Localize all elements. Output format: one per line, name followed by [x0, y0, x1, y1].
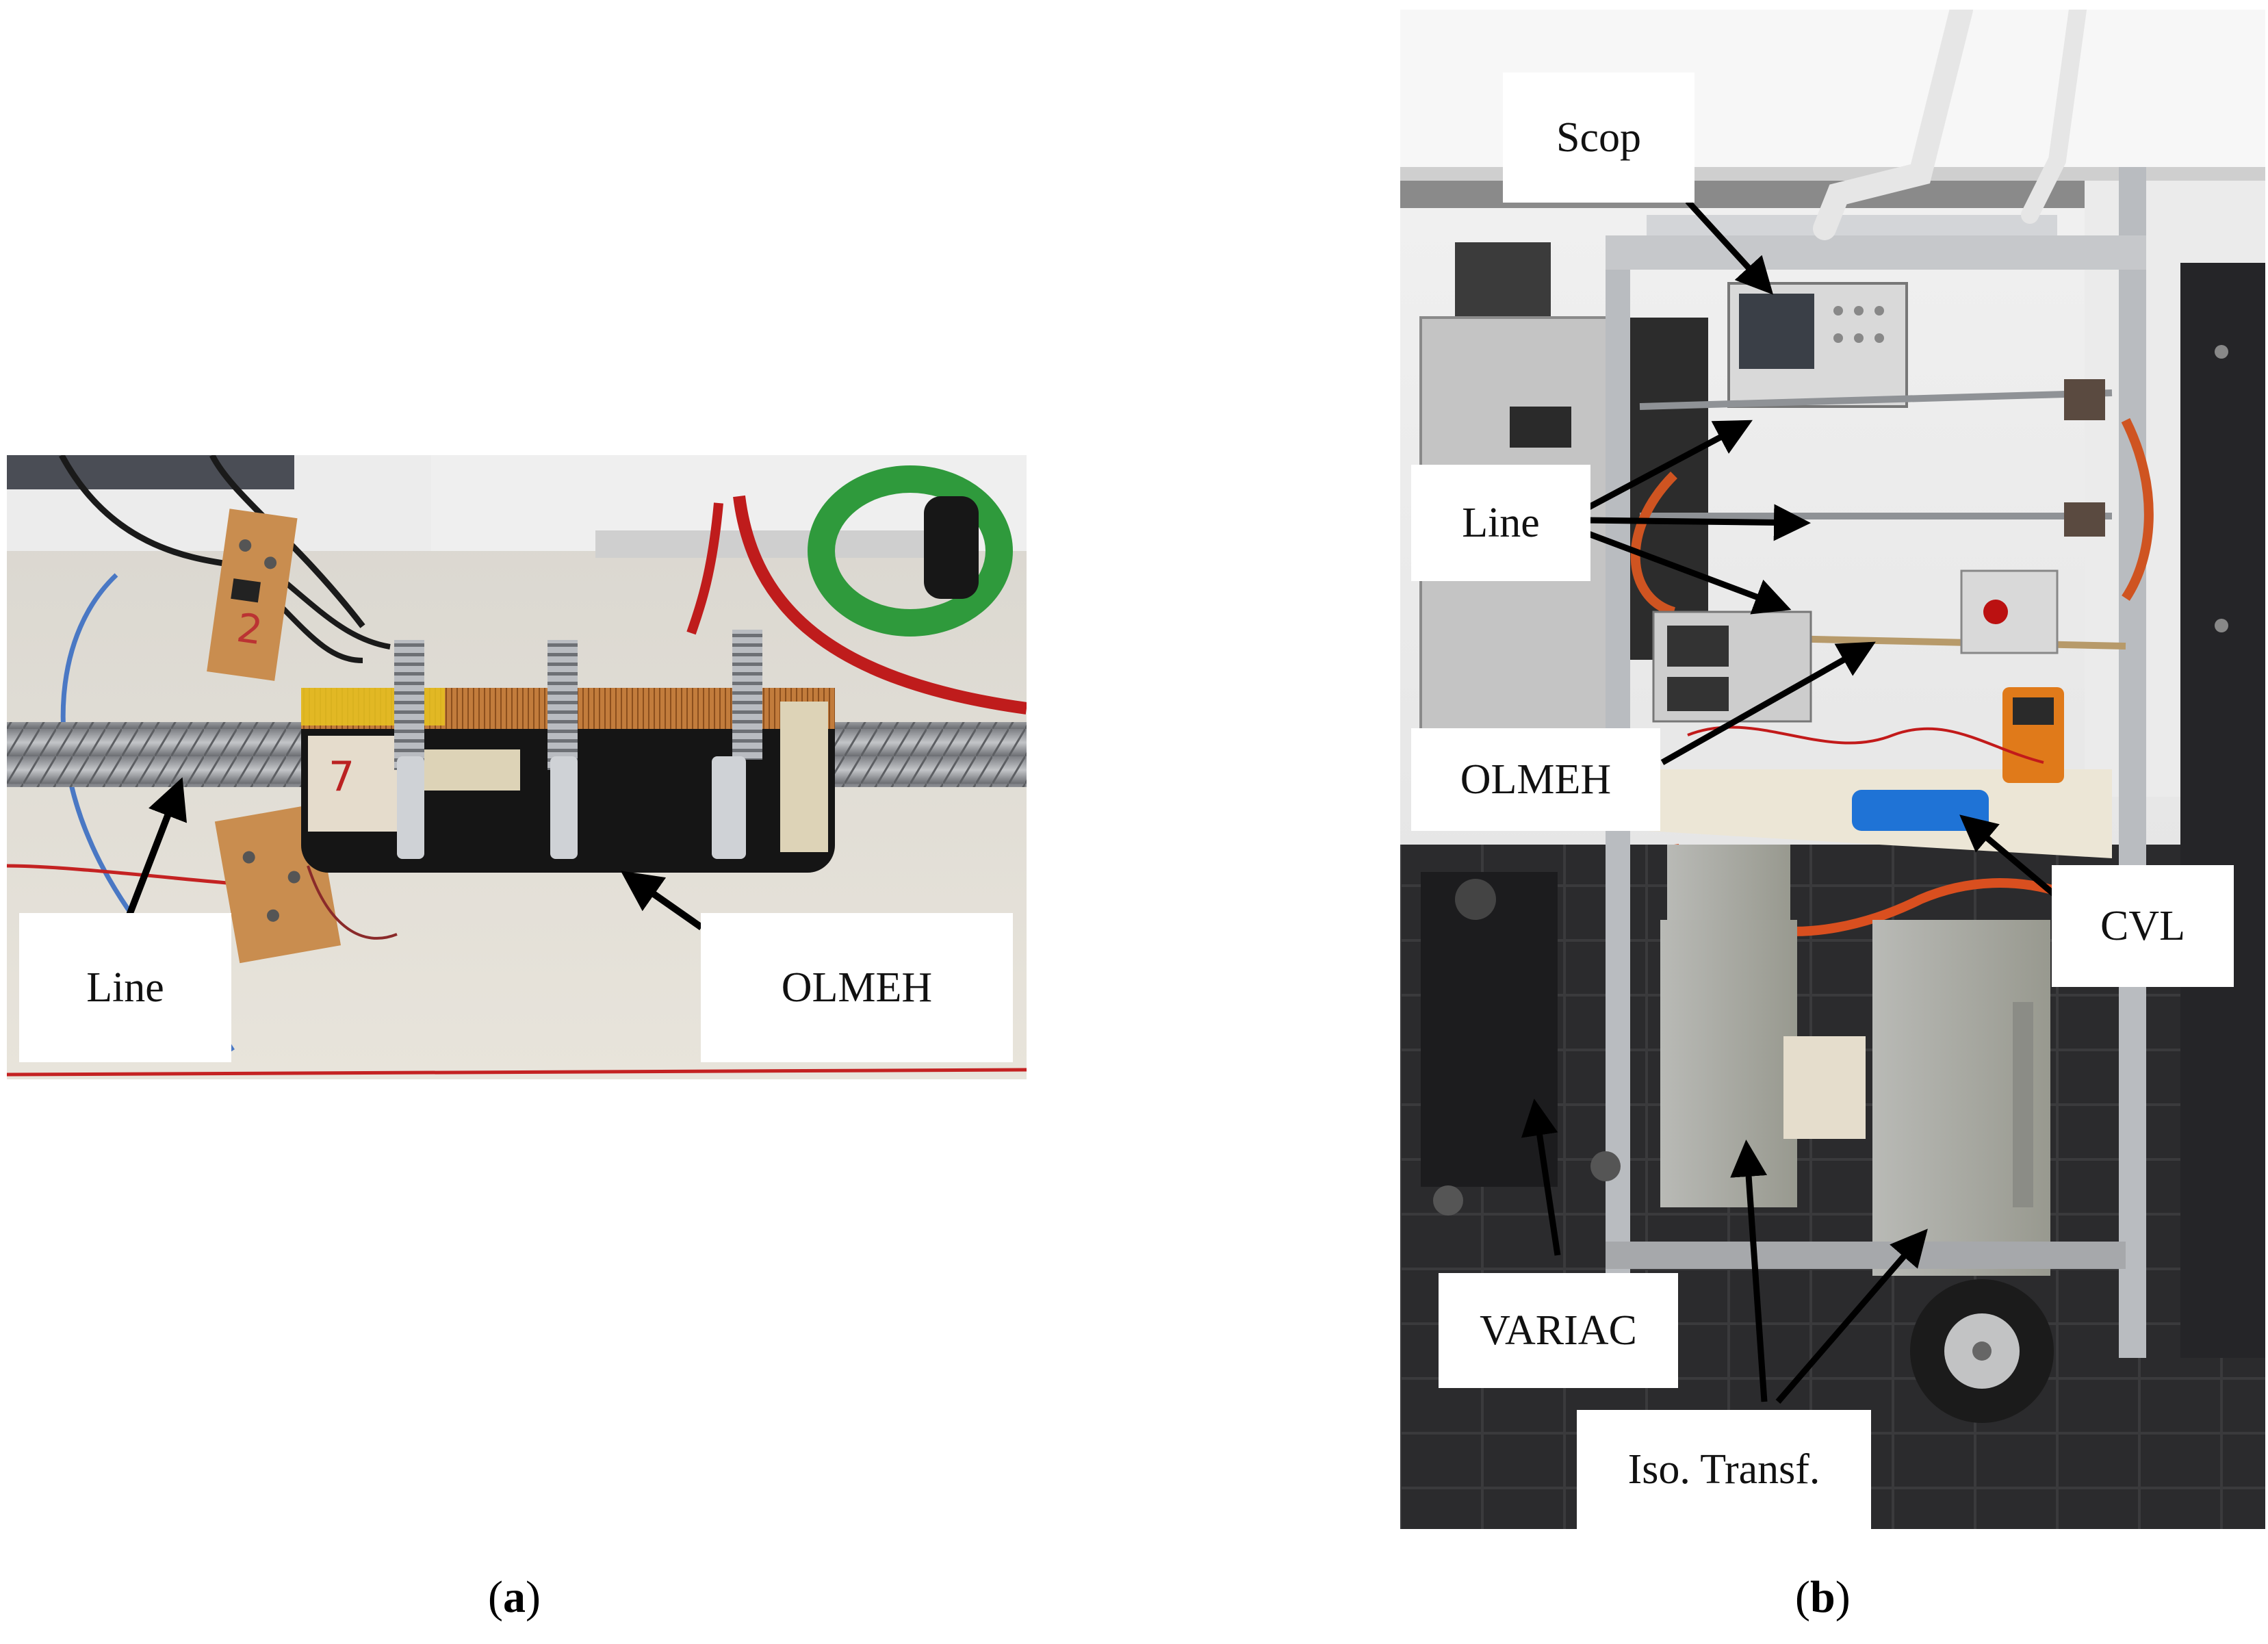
arrow-scop [1685, 198, 1774, 295]
photo-olmeh-closeup: 2 7 [7, 455, 1027, 1079]
label-line-text: Line [86, 964, 164, 1011]
arrow-line-3 [1584, 529, 1792, 615]
label-variac-text: VARIAC [1480, 1307, 1637, 1354]
label-cvl-text: CVL [2100, 902, 2185, 949]
label-variac: VARIAC [1439, 1273, 1678, 1388]
caption-a-letter: a [502, 1572, 526, 1622]
label-olmeh: OLMEH [701, 913, 1013, 1062]
arrow-iso-transf-2 [1775, 1229, 1928, 1404]
label-cvl: CVL [2052, 865, 2234, 987]
label-olmeh: OLMEH [1411, 728, 1660, 831]
caption-a: (a) [488, 1572, 541, 1622]
label-scop-text: Scop [1556, 114, 1641, 161]
label-iso-transf-text: Iso. Transf. [1627, 1446, 1820, 1493]
caption-b: (b) [1795, 1572, 1851, 1622]
arrow-line [121, 777, 187, 929]
arrows-panel-b [1521, 198, 2087, 1404]
arrow-line-2 [1584, 504, 1811, 541]
label-iso-transf: Iso. Transf. [1577, 1410, 1871, 1529]
photo-test-bench: Scop Line OLMEH CVL VARIAC Iso. Transf. [1400, 10, 2265, 1529]
label-line: Line [1411, 465, 1590, 581]
arrow-variac [1521, 1099, 1561, 1256]
caption-b-letter: b [1809, 1572, 1835, 1622]
arrow-olmeh [1660, 641, 1876, 765]
arrow-iso-transf-1 [1730, 1140, 1768, 1402]
label-line: Line [19, 913, 231, 1062]
label-olmeh-text: OLMEH [781, 964, 933, 1011]
label-olmeh-text: OLMEH [1460, 756, 1612, 803]
label-line-text: Line [1462, 499, 1540, 546]
arrow-olmeh [620, 871, 704, 931]
arrow-line-1 [1583, 420, 1753, 512]
svg-text:7: 7 [328, 753, 355, 801]
label-scop: Scop [1503, 73, 1694, 203]
arrows-panel-a [121, 777, 704, 931]
